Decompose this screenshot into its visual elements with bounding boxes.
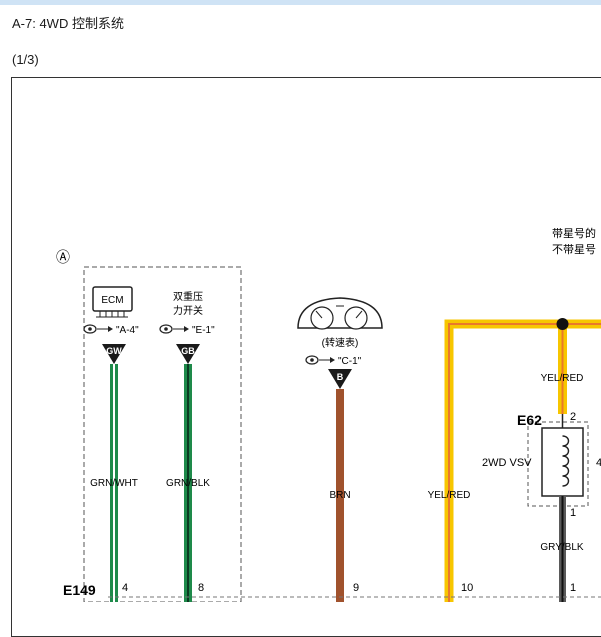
vsv-body	[541, 427, 584, 497]
gry-blk-wire-label: GRY/BLK	[540, 542, 583, 553]
ecm-component: ECM	[92, 286, 133, 318]
gb-terminal-label: GB	[181, 346, 195, 356]
vsv-lower-pin: 1	[570, 507, 576, 519]
e149-pin-1: 1	[570, 582, 576, 594]
ecm-ref-eye-icon	[83, 324, 113, 334]
yel-red-wire-stripe	[448, 323, 601, 602]
tachometer-ref-eye-icon	[305, 355, 335, 365]
circle-a-label: Ⓐ	[56, 249, 70, 265]
e149-connector-label: E149	[63, 582, 96, 598]
yel-red-vsv-feed-stripe	[561, 324, 564, 414]
ecm-label: ECM	[101, 295, 123, 306]
e62-connector-label: E62	[517, 412, 542, 428]
page-number: (1/3)	[12, 52, 39, 67]
vsv-side-mark: 4	[596, 457, 601, 469]
e149-pin-4: 4	[122, 582, 128, 594]
dual-switch-label-line2: 力开关	[173, 304, 203, 317]
tachometer-ref: "C-1"	[338, 356, 362, 367]
wiring-diagram: Ⓐ 带星号的 不带星号 ECM "A-4" 双重压 力开关 "E-1" GW G…	[56, 226, 601, 602]
dual-switch-ref-eye-icon	[159, 324, 189, 334]
dual-switch-label-line1: 双重压	[173, 290, 203, 303]
e149-pin-8: 8	[198, 582, 204, 594]
e149-pin-9: 9	[353, 582, 359, 594]
top-accent-bar	[0, 0, 601, 5]
vsv-dashed-box	[527, 421, 589, 507]
e149-pin-10: 10	[461, 582, 473, 594]
brn-wire	[336, 389, 344, 602]
gb-terminal-marker	[176, 344, 200, 364]
ecm-switch-group-box	[83, 266, 242, 602]
grn-wht-wire-stripe	[113, 364, 115, 602]
vsv-upper-pin: 2	[570, 411, 576, 423]
brn-wire-label: BRN	[329, 490, 350, 501]
gauge-cluster-icon	[297, 297, 383, 330]
yel-red-left-wire-label: YEL/RED	[428, 490, 471, 501]
splice-point	[556, 318, 569, 330]
dual-switch-ref: "E-1"	[192, 325, 215, 336]
gry-blk-wire-stripe	[561, 496, 564, 602]
ecm-ref: "A-4"	[116, 325, 139, 336]
gw-terminal-label: GW	[106, 346, 122, 356]
b-terminal-label: B	[337, 372, 344, 382]
grn-blk-wire-label: GRN/BLK	[166, 478, 210, 489]
b-terminal-marker	[328, 369, 352, 389]
grn-wht-wire-label: GRN/WHT	[90, 478, 138, 489]
note-line1: 带星号的	[552, 226, 596, 240]
note-line2: 不带星号	[552, 243, 596, 256]
page-title: A-7: 4WD 控制系统	[12, 16, 124, 31]
vsv-label: 2WD VSV	[482, 457, 532, 469]
vsv-coil-icon	[562, 435, 570, 487]
grn-blk-wire-stripe	[187, 364, 189, 602]
tachometer-label: (转速表)	[322, 336, 359, 349]
yel-red-vsv-wire-label: YEL/RED	[541, 373, 584, 384]
gw-terminal-marker	[102, 344, 126, 364]
